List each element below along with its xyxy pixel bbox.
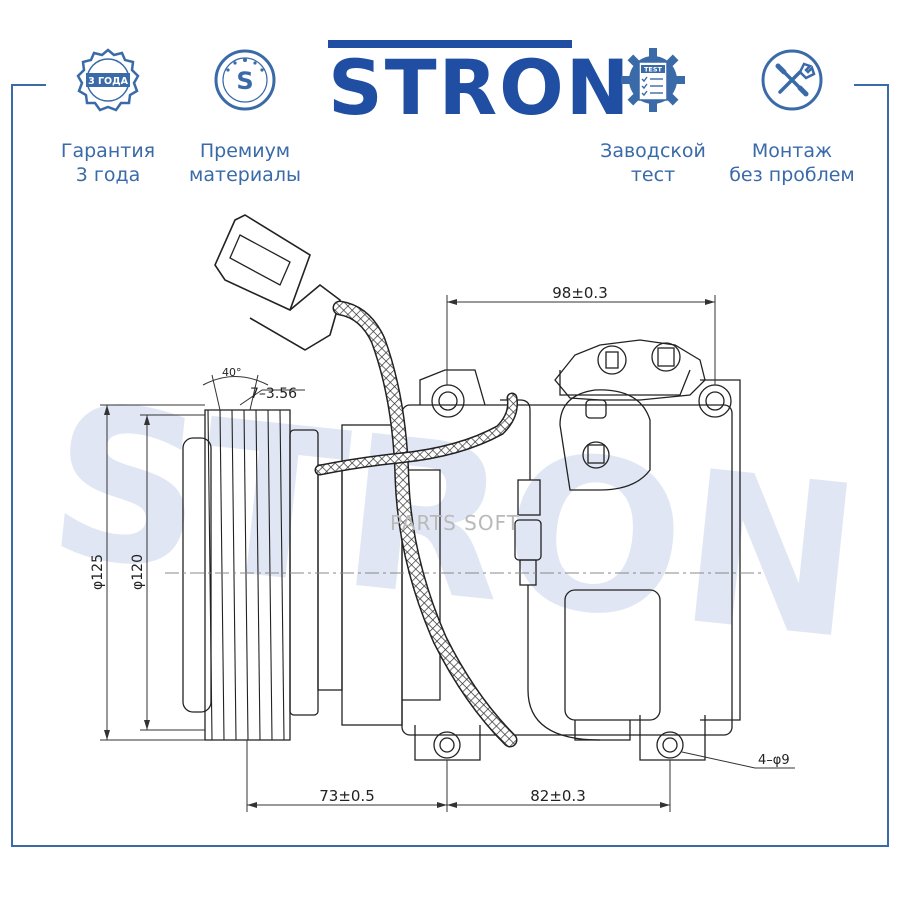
feature-easy-install: Монтаж без проблем <box>722 48 862 187</box>
feature-warranty-label: Гарантия 3 года <box>38 139 178 187</box>
feature-warranty-line1: Гарантия <box>60 140 156 162</box>
feature-warranty-line2: 3 года <box>75 164 141 186</box>
feature-premium-line1: Премиум <box>199 140 291 162</box>
premium-star-icon: S <box>214 49 276 111</box>
feature-warranty: 3 ГОДА Гарантия 3 года <box>38 48 178 187</box>
watermark-subtext: PARTS SOFT <box>390 511 520 535</box>
feature-premium-line2: материалы <box>189 164 301 186</box>
dim-bottom-right: 82±0.3 <box>530 787 586 805</box>
factory-test-gear-icon: TEST <box>621 48 685 112</box>
premium-badge-letter: S <box>236 67 253 95</box>
warranty-badge-text: 3 ГОДА <box>88 76 129 87</box>
warranty-badge-icon: 3 ГОДА <box>76 48 140 112</box>
dim-angle: 40° <box>222 366 242 379</box>
dim-pulley-grooves: 7–3.56 <box>250 386 297 402</box>
electrical-connector <box>214 214 341 351</box>
feature-premium: S Премиум материалы <box>175 48 315 187</box>
dim-bottom-left: 73±0.5 <box>319 787 375 805</box>
feature-factory-test-line2: тест <box>630 164 676 186</box>
feature-easy-install-line2: без проблем <box>729 164 855 186</box>
feature-factory-test-line1: Заводской <box>600 140 706 162</box>
feature-factory-test: TEST Заводской тест <box>583 48 723 187</box>
braided-hose-branch <box>316 394 517 474</box>
dim-top-width: 98±0.3 <box>552 284 608 302</box>
test-badge-text: TEST <box>644 66 663 74</box>
braided-hose <box>334 302 516 746</box>
wrench-screwdriver-icon <box>761 49 823 111</box>
dimension-lines <box>100 295 795 812</box>
feature-easy-install-label: Монтаж без проблем <box>722 139 862 187</box>
feature-factory-test-label: Заводской тест <box>583 139 723 187</box>
dim-outer-diameter: φ125 <box>90 554 106 590</box>
brand-bar <box>328 40 572 48</box>
compressor-body <box>341 339 741 761</box>
feature-premium-label: Премиум материалы <box>175 139 315 187</box>
dim-inner-diameter: φ120 <box>130 554 146 590</box>
feature-easy-install-line1: Монтаж <box>751 140 833 162</box>
dim-mount-holes: 4–φ9 <box>758 753 790 768</box>
dimension-arrows <box>104 299 715 808</box>
